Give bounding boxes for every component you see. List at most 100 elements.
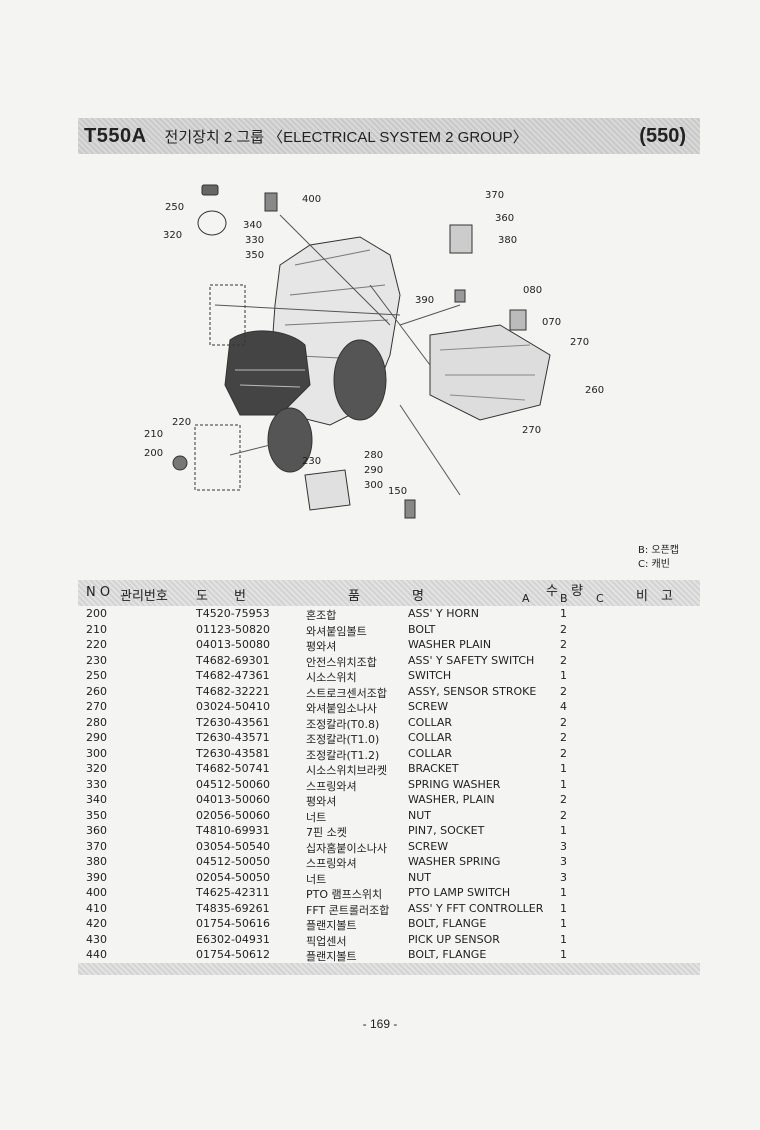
table-footer (78, 962, 700, 975)
row-name-korean: 조정칼라(T0.8) (306, 717, 380, 731)
legend-c: C: 캐빈 (638, 559, 670, 570)
row-name-english: NUT (408, 870, 431, 884)
row-part-number: T4682-69301 (196, 653, 270, 667)
row-name-english: COLLAR (408, 715, 453, 729)
row-part-number: T4810-69931 (196, 824, 270, 837)
row-name-korean: PTO 램프스위치 (306, 888, 383, 901)
header-drawing: 도 번 (196, 589, 246, 604)
row-no: 370 (86, 839, 107, 853)
row-part-number: T4682-50741 (196, 762, 270, 775)
row-name-korean: 조정칼라(T1.2) (306, 748, 380, 762)
row-name-english: ASS' Y FFT CONTROLLER (408, 901, 544, 915)
row-name-korean: 스트로크센서조합 (306, 686, 387, 700)
row-no: 420 (86, 917, 107, 930)
callout-label: 200 (144, 448, 163, 459)
row-name-korean: 플랜지볼트 (306, 950, 357, 963)
row-name-korean: 평와셔 (306, 795, 337, 808)
row-name-korean: 조정칼라(T1.0) (306, 733, 380, 746)
row-name-english: SPRING WASHER (408, 777, 501, 791)
row-part-number: 04512-50050 (196, 855, 270, 868)
section-code: (550) (639, 124, 686, 147)
callout-label: 250 (165, 202, 184, 213)
row-name-english: PIN7, SOCKET (408, 824, 485, 837)
row-name-korean: FFT 콘트롤러조합 (306, 903, 390, 917)
row-qty-b: 1 (560, 886, 567, 899)
callout-label: 300 (364, 480, 383, 491)
row-part-number: T2630-43571 (196, 731, 270, 744)
row-name-english: BOLT, FLANGE (408, 917, 487, 930)
row-name-korean: 십자홈붙이소나사 (306, 841, 387, 855)
row-part-number: T2630-43561 (196, 715, 270, 729)
row-name-korean: 스프링와셔 (306, 857, 357, 870)
header-qty-b: B (560, 592, 568, 605)
callout-label: 270 (570, 337, 589, 348)
row-part-number: 04013-50060 (196, 793, 270, 806)
callout-label: 330 (245, 235, 264, 246)
section-title: 전기장치 2 그룹 〈ELECTRICAL SYSTEM 2 GROUP〉 (164, 128, 528, 146)
row-part-number: T4625-42311 (196, 886, 270, 899)
page-number: - 169 - (362, 1017, 398, 1031)
row-no: 390 (86, 870, 107, 884)
row-name-english: PTO LAMP SWITCH (408, 886, 511, 899)
row-name-korean: 플랜지볼트 (306, 919, 357, 932)
row-no: 440 (86, 948, 107, 961)
row-part-number: E6302-04931 (196, 932, 270, 946)
row-name-english: SCREW (408, 839, 449, 853)
table-header: N O 관리번호 도 번 품 명 수 량 A B C 비 고 (78, 580, 700, 606)
header-no: N O (86, 585, 111, 600)
row-no: 340 (86, 793, 107, 806)
row-qty-b: 1 (560, 607, 567, 620)
row-name-english: WASHER PLAIN (408, 638, 492, 651)
exploded-parts-diagram: 250 320 340 330 350 400 370 360 380 390 … (144, 184, 604, 519)
header-qty-a: A (522, 592, 530, 605)
row-name-english: ASS' Y SAFETY SWITCH (408, 653, 535, 667)
row-part-number: 02054-50050 (196, 870, 270, 884)
row-part-number: 01754-50616 (196, 917, 270, 930)
row-name-korean: 픽업센서 (306, 934, 347, 948)
row-name-korean: 평와셔 (306, 640, 337, 653)
row-no: 210 (86, 622, 107, 636)
row-part-number: 03054-50540 (196, 839, 270, 853)
callout-label: 280 (364, 450, 383, 461)
callout-label: 390 (415, 295, 434, 306)
row-qty-b: 1 (560, 932, 567, 946)
row-qty-b: 1 (560, 824, 567, 837)
row-no: 260 (86, 684, 107, 698)
row-no: 400 (86, 886, 107, 899)
row-no: 250 (86, 669, 107, 682)
row-no: 280 (86, 715, 107, 729)
row-qty-b: 2 (560, 746, 567, 760)
row-name-english: BOLT (408, 622, 436, 636)
row-name-english: NUT (408, 808, 431, 822)
row-no: 300 (86, 746, 107, 760)
header-mgmt: 관리번호 (120, 589, 168, 604)
row-part-number: T4682-32221 (196, 684, 270, 698)
header-remark: 비 고 (636, 589, 673, 604)
row-name-english: SCREW (408, 700, 449, 713)
row-no: 200 (86, 607, 107, 620)
row-part-number: T4835-69261 (196, 901, 270, 915)
row-name-korean: 너트 (306, 810, 327, 824)
model-code: T550A (84, 124, 147, 147)
row-qty-b: 3 (560, 870, 567, 884)
row-qty-b: 1 (560, 901, 567, 915)
row-no: 270 (86, 700, 107, 713)
row-name-english: BOLT, FLANGE (408, 948, 487, 961)
callout-label: 350 (245, 250, 264, 261)
row-qty-b: 2 (560, 622, 567, 636)
row-qty-b: 1 (560, 948, 567, 961)
table-row: 400 T4625-42311 PTO 램프스위치 PTO LAMP SWITCH 1 (78, 885, 700, 901)
row-qty-b: 2 (560, 808, 567, 822)
